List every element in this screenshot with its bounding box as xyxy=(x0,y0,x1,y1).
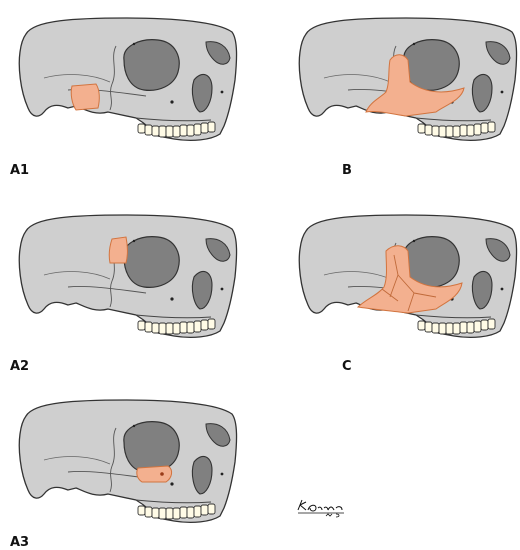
skull-panel-a1 xyxy=(6,8,246,148)
skull-panel-a3 xyxy=(6,390,246,530)
fracture-region-a2 xyxy=(109,237,127,263)
skull-panel-a2 xyxy=(6,205,246,345)
skull-illustration-b xyxy=(286,8,520,148)
skull-illustration-a3 xyxy=(6,390,246,530)
panel-label-c: C xyxy=(342,359,352,374)
skull-illustration-a1 xyxy=(6,8,246,148)
panel-label-a2: A2 xyxy=(10,359,29,374)
artist-signature xyxy=(296,496,352,522)
panel-label-a1: A1 xyxy=(10,163,29,178)
skull-panel-b xyxy=(286,8,520,148)
fracture-region-a1 xyxy=(71,84,99,110)
skull-illustration-c xyxy=(286,205,520,345)
skull-illustration-a2 xyxy=(6,205,246,345)
panel-label-a3: A3 xyxy=(10,535,29,550)
fracture-region-a3 xyxy=(137,466,172,482)
skull-panel-c xyxy=(286,205,520,345)
panel-label-b: B xyxy=(342,163,352,178)
